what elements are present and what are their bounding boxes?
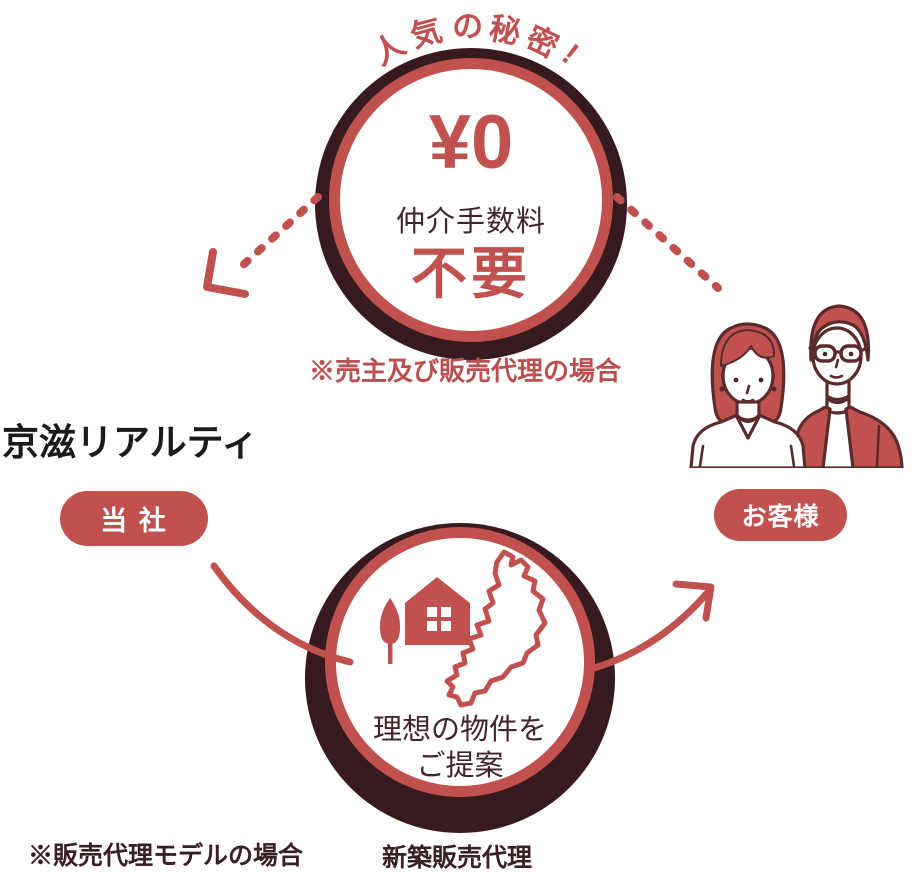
fee-amount: ¥0 — [428, 100, 514, 185]
proposal-text-line2: ご提案 — [416, 750, 504, 782]
proposal-text-line1: 理想の物件を — [372, 714, 547, 746]
couple-illustration — [689, 304, 904, 468]
shiga-map-icon — [444, 549, 548, 708]
fee-circle: ¥0 仲介手数料 不要 — [329, 58, 613, 342]
house-icon — [405, 577, 470, 645]
arc-title-char: の — [451, 8, 485, 45]
footer-right-label: 新築販売代理 — [382, 844, 533, 872]
customer-badge-label: お客様 — [741, 503, 820, 531]
proposal-circle — [325, 527, 595, 797]
company-badge: 当 社 — [60, 491, 208, 546]
flow-arrow-right-head — [672, 580, 715, 622]
dotted-arrow-left — [238, 193, 322, 270]
arc-title-char: 秘 — [486, 10, 524, 51]
dotted-arrow-left-head — [203, 248, 249, 298]
proposal-artwork — [379, 549, 548, 708]
customer-badge: お客様 — [714, 489, 847, 541]
arc-title-char: ! — [555, 36, 586, 71]
tree-icon — [379, 598, 401, 664]
fee-note: ※売主及び販売代理の場合 — [308, 356, 621, 386]
footer-left-note: ※販売代理モデルの場合 — [28, 842, 304, 870]
company-badge-label: 当 社 — [100, 506, 168, 536]
fee-status: 不要 — [411, 242, 531, 305]
woman-figure — [689, 322, 807, 468]
fee-label: 仲介手数料 — [395, 206, 546, 238]
dotted-arrow-right — [613, 193, 722, 292]
company-name: 京滋リアルティ — [2, 422, 259, 463]
man-figure — [790, 304, 904, 468]
arc-title-char: 気 — [406, 12, 446, 55]
